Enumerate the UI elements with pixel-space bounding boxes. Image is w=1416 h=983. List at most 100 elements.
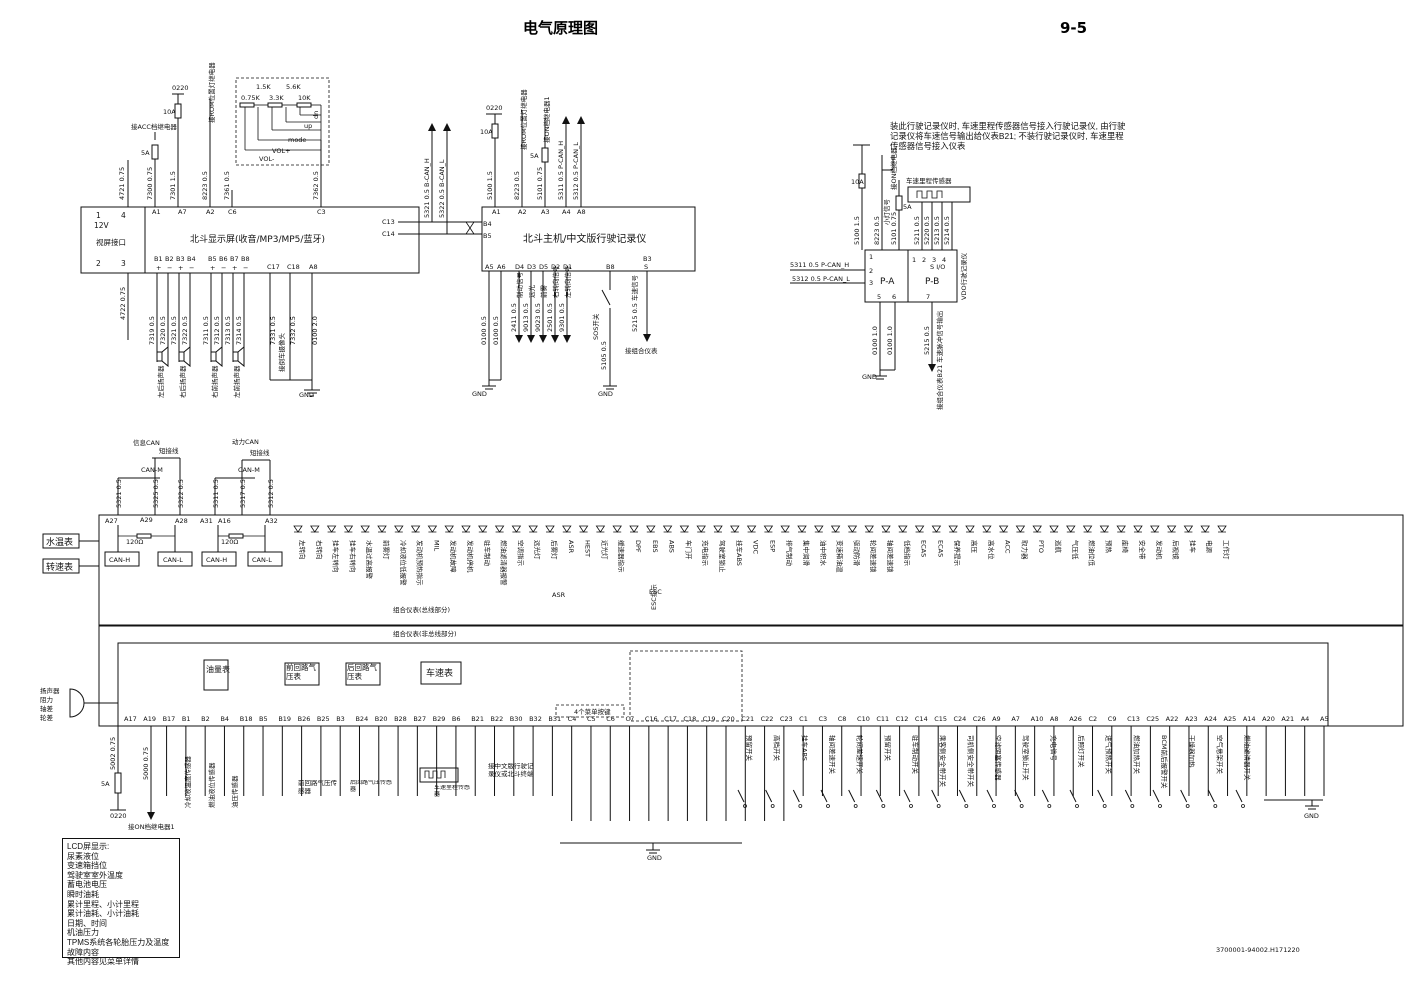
svg-text:7332 0.5: 7332 0.5 [289, 316, 297, 345]
bcan-l-label: 5322 0.5 B-CAN_L [438, 159, 446, 218]
switch-label: 挂车ABS [800, 735, 809, 761]
fuel-gauge-label: 油量表 [206, 664, 230, 674]
lcd-item: 变速箱挡位 [67, 861, 107, 871]
mmi-bottom-wires: 7319 0.5 7320 0.5 7321 0.5 7322 0.5 7311… [119, 287, 319, 345]
pin-4: 4 [121, 211, 126, 220]
cluster-fuse: 5A [101, 780, 110, 788]
led-icon [847, 525, 858, 533]
vdo-section: 装此行驶记录仪时, 车速里程传感器信号接入行驶记录仪, 由行驶记录仪将车速信号输… [790, 121, 1125, 410]
switch-label: 燃油滤清器开关 [1243, 735, 1252, 781]
led-icon [730, 525, 740, 533]
cluster-pin: A14 [1243, 715, 1256, 723]
led-icon [461, 525, 471, 533]
svg-text:阻力: 阻力 [40, 695, 53, 704]
indicator-label: 近光灯 [600, 540, 609, 560]
switch-label: 充电信号 [1049, 735, 1058, 762]
rear-air-sensor: 后回路气压传感器 [350, 780, 393, 793]
svg-text:A29: A29 [140, 516, 153, 524]
cluster-pin: B29 [433, 715, 446, 723]
pot-dn: dn [312, 111, 320, 119]
speedo-gauge-label: 车速表 [426, 667, 453, 679]
svg-text:A3: A3 [541, 208, 550, 216]
pin-c6: C6 [228, 208, 237, 216]
vdo-pcan-h: 5311 0.5 P-CAN_H [790, 261, 849, 269]
cluster-pin: A21 [1281, 715, 1294, 723]
lcd-item: 累计里程、小计里程 [67, 899, 139, 909]
resistor-dash-box [629, 650, 743, 722]
svg-text:2501 0.5: 2501 0.5 [546, 303, 554, 332]
indicator-label: 预热 [1104, 540, 1113, 554]
pin-b5: B5 [483, 232, 492, 240]
svg-text:7311 0.5: 7311 0.5 [202, 316, 210, 345]
switch-label: 空滤阻塞传感器 [994, 735, 1003, 781]
led-icon [998, 525, 1009, 533]
switch-label: 高档开关 [773, 735, 782, 762]
info-can-label: 信息CAN [133, 438, 160, 447]
vdo-out-label: 接组合仪表B21 车速脉冲信号输出 [935, 311, 944, 410]
cluster-pin: C8 [838, 715, 847, 723]
speedo-gauge-box [420, 661, 462, 685]
indicator-label: 发动机停机 [466, 540, 475, 573]
switch-label: 燃油加热开关 [1132, 735, 1141, 775]
svg-text:5312 0.5 P-CAN_L: 5312 0.5 P-CAN_L [572, 142, 580, 200]
bcan-h-label: 5321 0.5 B-CAN_H [423, 158, 431, 218]
lcd-item: TPMS系统各轮胎压力及温度 [67, 937, 170, 947]
indicator-label: 燃油位低 [1088, 540, 1097, 567]
cluster-fuse-ref: 0220 [110, 812, 127, 820]
indicator-label: 驾驶室锁止 [718, 540, 727, 573]
svg-text:5321 0.5: 5321 0.5 [115, 479, 123, 508]
mmi-section: 北斗显示屏(收音/MP3/MP5/蓝牙) 视屏接口 12V 1 4 2 3 02… [80, 62, 482, 399]
indicator-label: 冷却液位低报警 [399, 540, 408, 586]
wire-7301: 7301 1.5 [169, 171, 177, 200]
speed-sensor-box [907, 186, 971, 203]
svg-text:A28: A28 [175, 517, 188, 525]
svg-text:CAN-H: CAN-H [206, 556, 227, 564]
sos-switch-label: SOS开关 [591, 313, 600, 340]
led-icon [360, 525, 370, 533]
cluster-bus-box [98, 514, 1404, 626]
vdo-sio: S I/O [930, 263, 945, 271]
fuse-10a-label: 10A [163, 108, 176, 116]
svg-text:A8: A8 [577, 208, 586, 216]
switch-label: 轮间差速开关 [856, 735, 865, 775]
cluster-nonbus-section: 组合仪表(非总线部分) 油量表 前回路气压表 后回路气压表 车速表 4个菜单按键… [40, 625, 1404, 862]
svg-text:3: 3 [932, 256, 936, 264]
svg-text:轮差: 轮差 [40, 713, 54, 722]
pin-3: 3 [121, 259, 126, 268]
indicator-label: 挂车右转向 [348, 540, 357, 573]
pin-c3: C3 [317, 208, 326, 216]
switch-label: 轴间差速开关 [828, 735, 837, 775]
svg-text:5220 0.5: 5220 0.5 [923, 216, 931, 245]
led-icon [410, 525, 421, 533]
svg-text:4: 4 [942, 256, 946, 264]
pin-b4: B4 [483, 220, 492, 228]
speaker-fl-label: 左前扬声器 [232, 365, 241, 398]
led-icon [679, 525, 690, 533]
switch-label: 后照灯开关 [1077, 735, 1086, 768]
cluster-pin: B4 [220, 715, 229, 723]
indicator-label: VDC [752, 540, 760, 554]
switch-label: 司机侧安全带开关 [966, 735, 975, 788]
svg-text:5311 0.5 P-CAN_H: 5311 0.5 P-CAN_H [557, 141, 565, 200]
svg-text:0100 2.0: 0100 2.0 [311, 316, 319, 345]
cluster-pin: B21 [471, 715, 484, 723]
speaker-icon [156, 351, 163, 362]
svg-text:5322 0.5: 5322 0.5 [177, 479, 185, 508]
led-icon [780, 525, 790, 533]
indicator-label: 巡航 [1054, 540, 1063, 554]
svg-text:扬声器: 扬声器 [40, 686, 60, 695]
indicator-label: MIL [432, 540, 440, 552]
indicator-label: 右转向 [315, 540, 324, 560]
cluster-pin: B3 [336, 715, 345, 723]
vdo-gnd: GND [862, 373, 877, 381]
cluster-pin: A20 [1262, 715, 1275, 723]
led-icon [1116, 525, 1126, 533]
svg-text:5213 0.5: 5213 0.5 [933, 216, 941, 245]
indicator-label: 保养提示 [953, 540, 962, 567]
cluster-pin: C5 [587, 715, 596, 723]
svg-text:7312 0.5: 7312 0.5 [213, 316, 221, 345]
indicator-label: 低档指示 [903, 540, 912, 567]
cluster-pin: C24 [953, 715, 966, 723]
front-air-gauge-box [284, 662, 320, 686]
